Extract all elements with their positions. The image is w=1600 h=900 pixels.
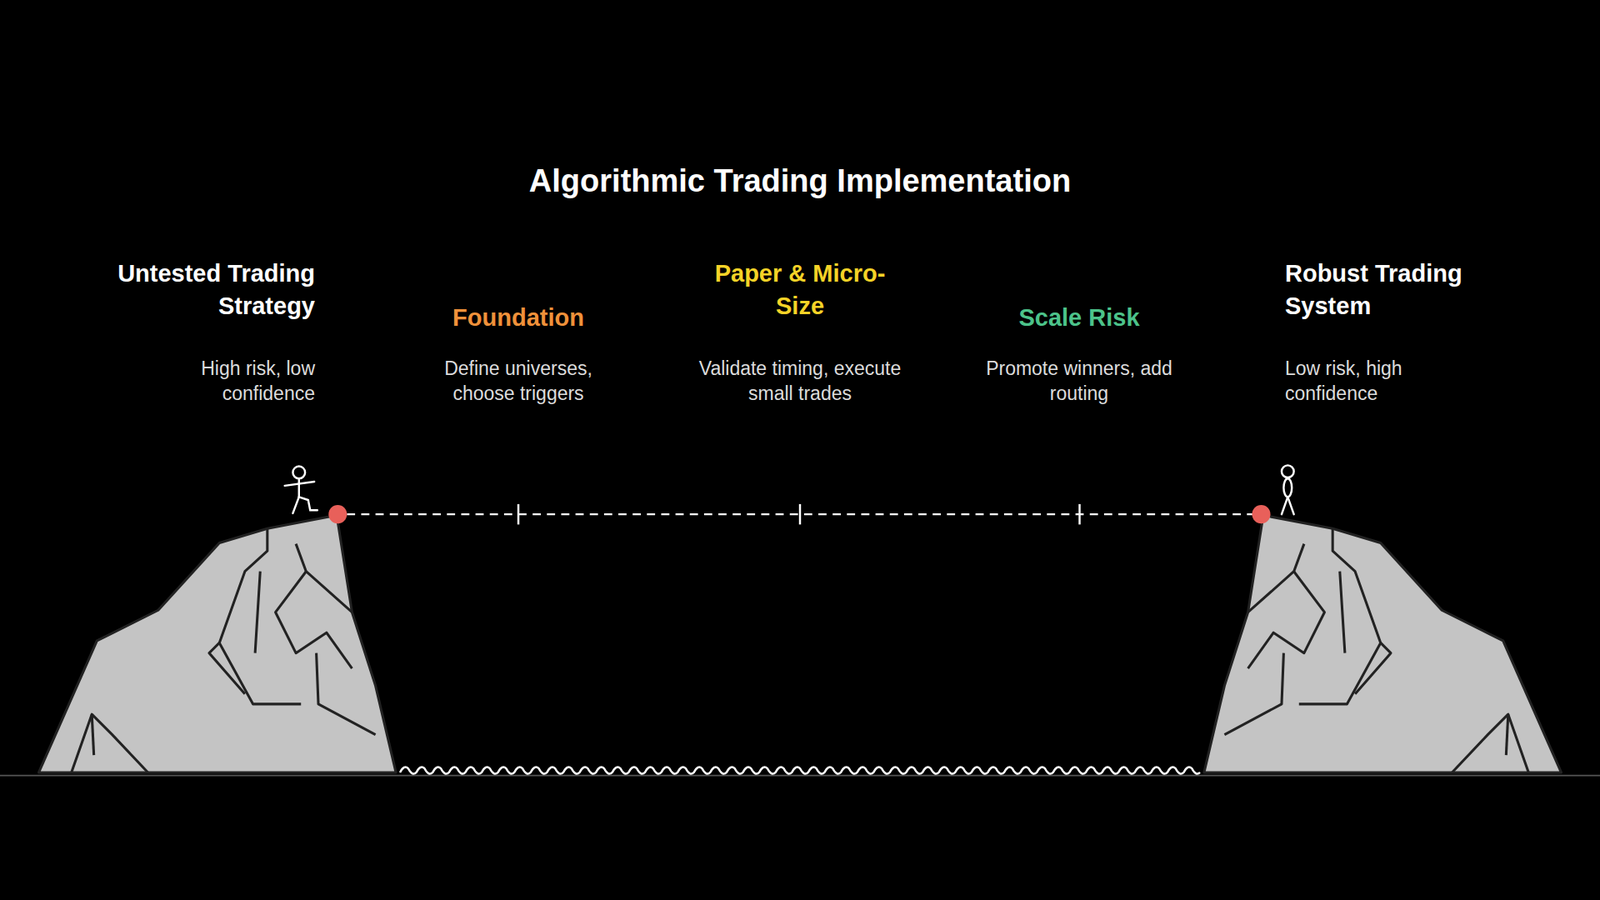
anchor-dot bbox=[1251, 505, 1270, 524]
stage-description: Validate timing, execute small trades bbox=[678, 356, 922, 407]
left-cliff bbox=[39, 515, 397, 773]
right-cliff bbox=[1204, 515, 1562, 773]
stage-heading: Robust Trading System bbox=[1285, 257, 1535, 323]
stage-description: Promote winners, add routing bbox=[970, 356, 1189, 407]
stage-description: High risk, low confidence bbox=[148, 356, 315, 407]
tick-mark bbox=[517, 504, 520, 525]
tick-mark bbox=[799, 504, 801, 525]
ground-line bbox=[0, 775, 1600, 777]
anchor-dot bbox=[328, 505, 347, 524]
stage-heading: Foundation bbox=[410, 301, 627, 335]
standing-figure bbox=[1281, 465, 1295, 515]
stage-description: Define universes, choose triggers bbox=[418, 356, 619, 407]
stage-heading: Untested Trading Strategy bbox=[65, 257, 315, 323]
tick-mark bbox=[1078, 504, 1080, 525]
water-waves bbox=[400, 766, 1200, 774]
stage-heading: Paper & Micro-Size bbox=[691, 257, 909, 323]
walking-figure bbox=[285, 466, 318, 514]
diagram-title: Algorithmic Trading Implementation bbox=[529, 163, 1071, 200]
stage-description: Low risk, high confidence bbox=[1285, 356, 1460, 407]
stage-heading: Scale Risk bbox=[970, 301, 1188, 335]
